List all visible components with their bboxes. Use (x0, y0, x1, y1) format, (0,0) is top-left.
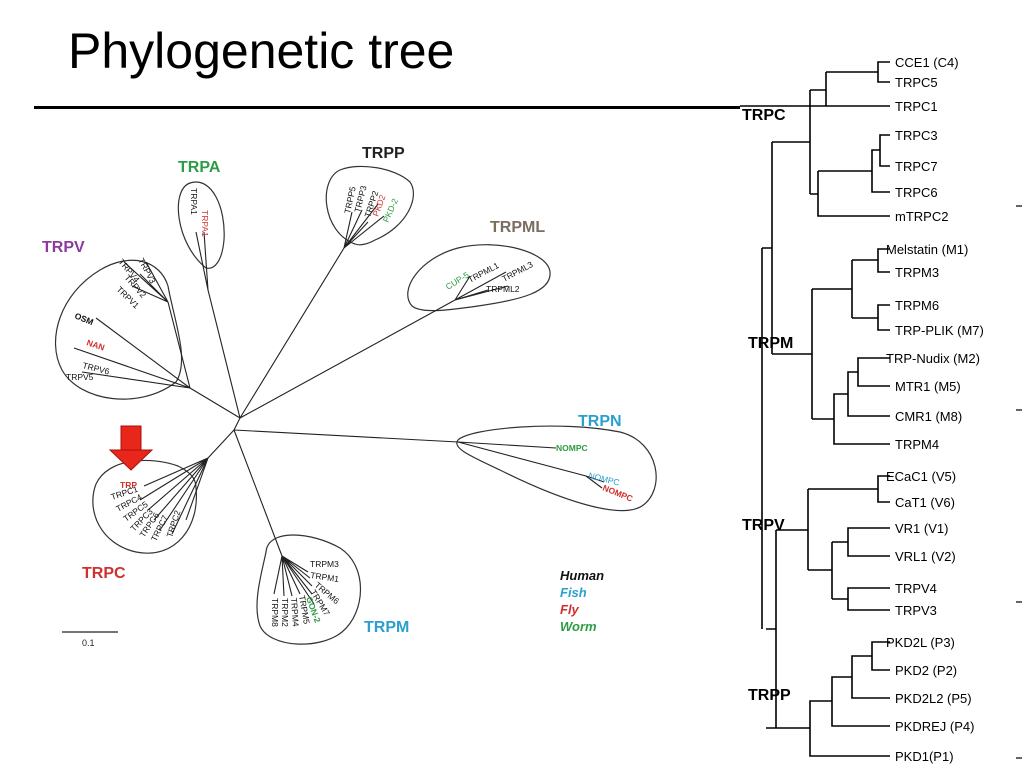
cladogram-leaf: PKD1(P1) (895, 749, 954, 764)
cladogram-trpm-label: TRPM (748, 335, 793, 352)
red-arrow-icon (108, 425, 154, 471)
leaf-trpm5: TRPM5 (297, 595, 312, 625)
legend-worm: Worm (560, 619, 597, 634)
cladogram-branches (740, 61, 890, 757)
leaf-trpm1: TRPM1 (310, 570, 340, 584)
trpp-group-label: TRPP (362, 145, 405, 162)
trpml-group-label: TRPML (490, 219, 545, 236)
cladogram-leaf: CMR1 (M8) (895, 409, 962, 424)
leaf-trpml2: TRPML2 (486, 284, 520, 294)
leaf-trpml1: TRPML1 (466, 260, 501, 285)
cladogram-leaf: TRPC6 (895, 185, 938, 200)
trpa-group-label: TRPA (178, 159, 221, 176)
title-underline (34, 106, 740, 109)
cladogram-leaf: CCE1 (C4) (895, 55, 959, 70)
cladogram-leaf: TRPV3 (895, 603, 937, 618)
trpm-enclosure (256, 534, 361, 645)
trpn-enclosure (456, 425, 657, 512)
unrooted-tree: TRPA TRPP TRPML TRPV TRPN TRPC TRPM TRPA… (42, 145, 657, 648)
leaf-trpa1-human: TRPA1 (189, 188, 199, 215)
cladogram-trpc-label: TRPC (742, 107, 786, 124)
cladogram-leaf: PKD2 (P2) (895, 663, 957, 678)
legend-fly: Fly (560, 602, 580, 617)
leaf-trpa1-fly: TRPA1 (200, 210, 210, 237)
edge-marks (1016, 205, 1022, 759)
cladogram-leaf: MTR1 (M5) (895, 379, 961, 394)
cladogram-leaf: PKD2L (P3) (886, 635, 955, 650)
cladogram-leaf: mTRPC2 (895, 209, 948, 224)
cladogram-leaf: TRP-PLIK (M7) (895, 323, 984, 338)
leaf-trp: TRP (120, 480, 137, 490)
legend-fish: Fish (560, 585, 587, 600)
trpml-enclosure (407, 244, 551, 312)
leaf-trpml3: TRPML3 (500, 259, 535, 284)
cladogram-trpp-label: TRPP (748, 687, 791, 704)
legend-human: Human (560, 568, 604, 583)
cladogram-leaf: Melstatin (M1) (886, 242, 968, 257)
cladogram-leaf: TRPM6 (895, 298, 939, 313)
cladogram-leaf: CaT1 (V6) (895, 495, 955, 510)
leaf-nompc-worm: NOMPC (556, 443, 588, 453)
cladogram-leaf: TRPM3 (895, 265, 939, 280)
leaf-trpm4: TRPM4 (289, 597, 301, 627)
trpc-enclosure (92, 459, 198, 554)
trpc-group-label: TRPC (82, 565, 126, 582)
leaf-nan: NAN (85, 337, 106, 352)
cladogram-leaf: PKDREJ (P4) (895, 719, 974, 734)
trpa-enclosure (177, 181, 225, 269)
cladogram-leaf: TRPC7 (895, 159, 938, 174)
trpv-enclosure (54, 259, 183, 400)
leaf-trpv3: TRPV3 (136, 256, 158, 285)
trpp-enclosure (325, 165, 414, 246)
rooted-cladogram: TRPC TRPM TRPV TRPP CCE1 (C4) TRPC5 TRPC… (740, 55, 1022, 764)
cladogram-leaf: PKD2L2 (P5) (895, 691, 972, 706)
trpn-group-label: TRPN (578, 413, 622, 430)
leaf-osm: OSM (73, 311, 95, 328)
cladogram-leaf: TRPC3 (895, 128, 938, 143)
cladogram-leaf: TRP-Nudix (M2) (886, 351, 980, 366)
leaf-trpm2: TRPM2 (280, 598, 290, 627)
trpv-group-label: TRPV (42, 239, 85, 256)
tree-branches (73, 203, 605, 605)
species-legend: Human Fish Fly Worm (560, 568, 604, 634)
cladogram-leaf: TRPC5 (895, 75, 938, 90)
slide-title: Phylogenetic tree (68, 23, 455, 79)
cladogram-leaf: TRPV4 (895, 581, 937, 596)
cladogram-leaf: ECaC1 (V5) (886, 469, 956, 484)
cladogram-leaf: TRPM4 (895, 437, 939, 452)
scale-bar-label: 0.1 (82, 638, 95, 648)
cladogram-leaf: VR1 (V1) (895, 521, 948, 536)
leaf-trpv5: TRPV5 (66, 372, 94, 382)
cladogram-leaf: TRPC1 (895, 99, 938, 114)
trpm-group-label: TRPM (364, 619, 409, 636)
leaf-trpm8: TRPM8 (270, 598, 280, 627)
leaf-trpm3: TRPM3 (310, 559, 339, 569)
cladogram-leaf: VRL1 (V2) (895, 549, 956, 564)
cladogram-trpv-label: TRPV (742, 517, 785, 534)
